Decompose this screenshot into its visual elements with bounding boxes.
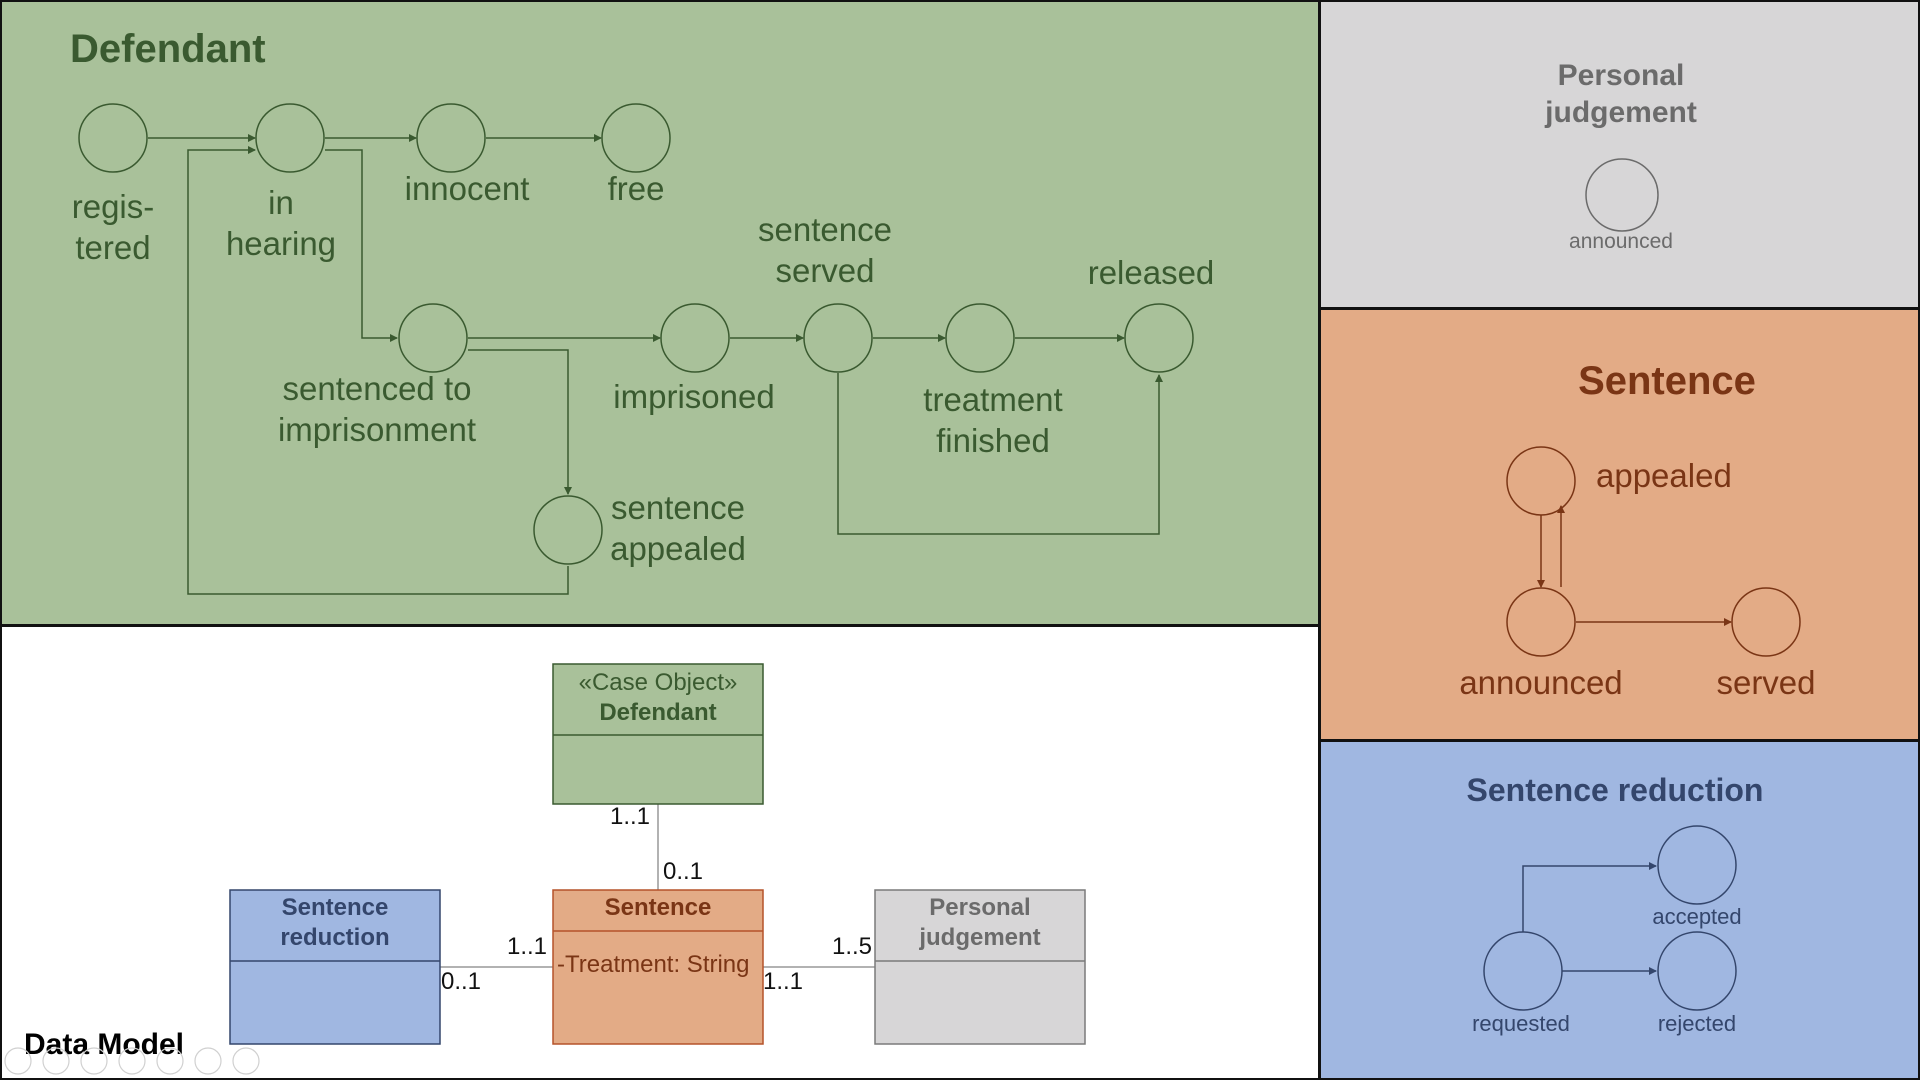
sentence-panel: Sentence appealed announced served <box>1319 308 1920 741</box>
toolbar-pen-icon[interactable] <box>80 1047 108 1075</box>
class-sentence-attribute: -Treatment: String <box>557 951 750 978</box>
state-innocent <box>416 103 486 173</box>
reduction-panel-bg <box>1319 740 1920 1080</box>
toolbar-forward-icon[interactable] <box>42 1047 70 1075</box>
reduction-state-accepted <box>1657 825 1737 905</box>
data-model-panel: «Case Object» Defendant Sentence -Treatm… <box>0 625 1320 1080</box>
sentence-state-served <box>1731 587 1801 657</box>
mult-sentence-judgement-top: 1..5 <box>832 933 872 960</box>
label-free: free <box>608 170 665 207</box>
reduction-state-requested <box>1483 931 1563 1011</box>
sentence-label-served: served <box>1716 664 1815 701</box>
sentence-panel-bg <box>1319 308 1920 741</box>
label-imprisoned: imprisoned <box>613 378 774 415</box>
state-sentence-appealed <box>533 495 603 565</box>
edge-served-released <box>837 373 1163 535</box>
sentence-label-announced: announced <box>1459 664 1622 701</box>
state-imprisoned <box>660 303 730 373</box>
toolbar-zoom-icon[interactable] <box>156 1047 184 1075</box>
reduction-panel: Sentence reduction accepted requested re… <box>1319 740 1920 1080</box>
class-defendant-stereotype: «Case Object» <box>579 669 738 696</box>
defendant-panel: Defendant regis <box>0 0 1320 626</box>
reduction-label-rejected: rejected <box>1658 1011 1736 1036</box>
judgement-panel-bg <box>1319 0 1920 309</box>
class-sentence: Sentence -Treatment: String <box>552 889 764 1045</box>
class-sentence-name: Sentence <box>605 894 712 921</box>
state-treatment-finished <box>945 303 1015 373</box>
judgement-label-announced: announced <box>1569 230 1673 253</box>
label-registered: regis-tered <box>72 188 155 266</box>
judgement-state-announced <box>1585 158 1659 232</box>
state-sentenced <box>398 303 468 373</box>
mult-defendant-sentence-top: 1..1 <box>610 803 650 830</box>
edge-sentenced-appealed <box>468 349 572 495</box>
mult-reduction-sentence-left: 0..1 <box>441 968 481 995</box>
state-registered <box>78 103 148 173</box>
sentence-state-announced <box>1506 587 1576 657</box>
presentation-toolbar[interactable] <box>4 1047 260 1075</box>
toolbar-slides-icon[interactable] <box>118 1047 146 1075</box>
mult-reduction-sentence-right: 1..1 <box>507 933 547 960</box>
state-released <box>1124 303 1194 373</box>
reduction-label-accepted: accepted <box>1652 904 1741 929</box>
edge-requested-accepted <box>1522 862 1657 932</box>
reduction-title: Sentence reduction <box>1467 772 1764 808</box>
data-model-label: Data Model <box>24 1028 184 1061</box>
defendant-title: Defendant <box>70 27 266 71</box>
toolbar-back-icon[interactable] <box>4 1047 32 1075</box>
class-defendant: «Case Object» Defendant <box>552 663 764 805</box>
reduction-label-requested: requested <box>1472 1011 1570 1036</box>
edge-appealed-hearing <box>187 146 569 595</box>
sentence-title: Sentence <box>1578 359 1756 403</box>
toolbar-subtitles-icon[interactable] <box>194 1047 222 1075</box>
mult-sentence-judgement-bottom: 1..1 <box>763 968 803 995</box>
sentence-label-appealed: appealed <box>1596 457 1732 494</box>
defendant-panel-bg <box>0 0 1320 626</box>
sentence-state-appealed <box>1506 446 1576 516</box>
reduction-state-rejected <box>1657 931 1737 1011</box>
mult-defendant-sentence-bottom: 0..1 <box>663 858 703 885</box>
label-innocent: innocent <box>405 170 530 207</box>
state-sentence-served <box>803 303 873 373</box>
class-defendant-name: Defendant <box>599 699 716 726</box>
state-free <box>601 103 671 173</box>
edge-hearing-sentenced <box>325 149 398 342</box>
state-in-hearing <box>255 103 325 173</box>
toolbar-more-icon[interactable] <box>232 1047 260 1075</box>
label-released: released <box>1088 254 1215 291</box>
